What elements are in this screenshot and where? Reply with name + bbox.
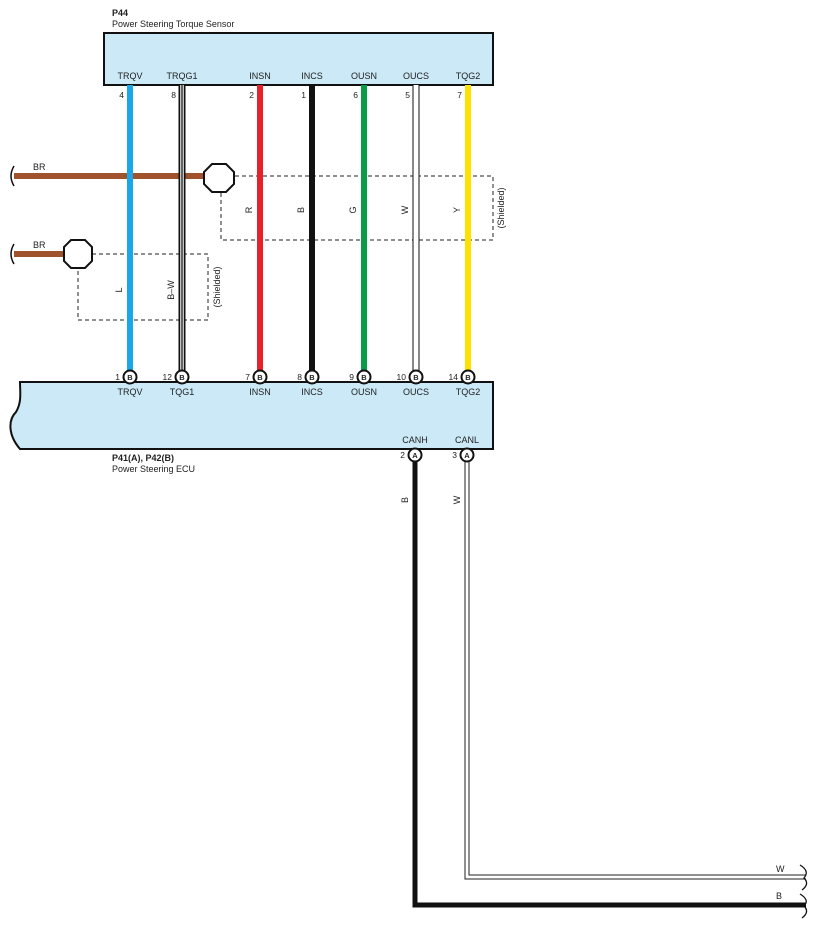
canh-connector-letter: A [412,451,418,460]
shield-upper: BR (Shielded) [10,162,506,241]
ecu-pin-number: 12 [163,372,173,382]
sensor-code: P44 [112,8,128,18]
sensor-pin-number: 7 [457,90,462,100]
canh-pin-number: 2 [400,450,405,460]
ecu-pin-marker-icon [460,369,476,385]
ecu-pin-number: 1 [115,372,120,382]
shield-upper-outline [220,175,494,241]
wire-3-code: B [296,207,306,213]
shield-lower: BR (Shielded) [10,239,222,321]
wire-4-code: G [348,206,358,213]
wire-1-code: B–W [166,280,176,300]
canh-wire [412,462,806,908]
sensor-pin-number: 1 [301,90,306,100]
ecu-terminal-tqg1: TQG1 [170,387,195,397]
shield-upper-wire-code: BR [33,162,46,172]
ecu-connector-letter: B [309,373,315,382]
ecu-connector-letter: B [465,373,471,382]
ecu-pin-marker-icon [408,369,424,385]
ecu-terminal-incs: INCS [301,387,323,397]
sensor-pin-number: 6 [353,90,358,100]
signal-wires [127,85,471,371]
sensor-pin-number: 8 [171,90,176,100]
shield-lower-joint-icon [63,239,93,269]
ecu-pin-number: 14 [449,372,459,382]
ecu-terminal-ousn: OUSN [351,387,377,397]
canl-wire-end-code: W [776,864,785,874]
ecu-connector-letter: B [257,373,263,382]
ecu-pin-marker-icon [356,369,372,385]
wire-2-code: R [244,206,254,213]
ecu-pin-marker-icon [304,369,320,385]
ecu-code: P41(A), P42(B) [112,453,174,463]
canl-wire-core [465,462,806,879]
ecu-terminal-trqv: TRQV [117,387,142,397]
ecu-connector-letter: B [179,373,185,382]
shield-upper-label: (Shielded) [496,187,506,228]
canh-wire-code: B [400,497,410,503]
canl-connector-letter: A [464,451,470,460]
can-bus: B W W B CANH CANL A 2 A 3 [400,435,808,919]
sensor-terminal-oucs: OUCS [403,71,429,81]
canl-wire [464,462,806,880]
canl-wire-code: W [452,495,462,504]
canh-label: CANH [402,435,428,445]
ecu-terminal-insn: INSN [249,387,271,397]
ecu-connector-letter: B [413,373,419,382]
canl-label: CANL [455,435,479,445]
ecu-connector-letter: B [127,373,133,382]
ecu-pin-marker-icon [174,369,190,385]
ecu-terminal-tqg2: TQG2 [456,387,481,397]
sensor-pin-number: 5 [405,90,410,100]
sensor-terminal-incs: INCS [301,71,323,81]
ecu-pin-marker-icon [122,369,138,385]
ecu-terminal-oucs: OUCS [403,387,429,397]
sensor-terminal-trqv: TRQV [117,71,142,81]
sensor-pin-number: 2 [249,90,254,100]
wire-5-code: W [400,205,410,214]
ecu-pin-number: 7 [245,372,250,382]
sensor-box [103,32,494,86]
sensor-terminal-ousn: OUSN [351,71,377,81]
shield-lower-wire-code: BR [33,240,46,250]
shield-lower-label: (Shielded) [212,266,222,307]
sensor-pin-number: 4 [119,90,124,100]
wire-0-code: L [114,287,124,292]
ecu-connector-letter: B [361,373,367,382]
sensor-terminal-insn: INSN [249,71,271,81]
ecu-pin-number: 8 [297,372,302,382]
canh-wire-end-code: B [776,891,782,901]
ecu-pin-marker-icon [252,369,268,385]
ecu-pin-number: 10 [397,372,407,382]
sensor-terminal-tqg2: TQG2 [456,71,481,81]
shield-upper-joint-icon [203,163,235,193]
ecu-name: Power Steering ECU [112,464,195,474]
ecu-box [9,381,494,450]
sensor-terminal-trqg1: TRQG1 [166,71,197,81]
ecu-pin-number: 9 [349,372,354,382]
canl-pin-number: 3 [452,450,457,460]
wire-6-code: Y [452,207,462,213]
shield-lower-outline [77,253,209,321]
sensor-name: Power Steering Torque Sensor [112,19,234,29]
canl-pin-marker-icon [459,447,475,463]
canh-pin-marker-icon [407,447,423,463]
